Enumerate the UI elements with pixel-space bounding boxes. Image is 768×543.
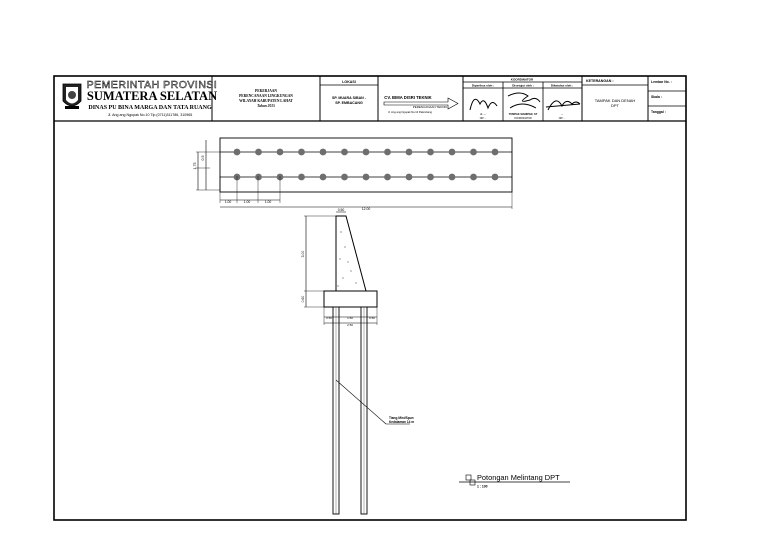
pile-dot bbox=[233, 148, 241, 156]
pile-dot bbox=[276, 148, 284, 156]
pile-dot bbox=[384, 173, 391, 181]
pile-dot bbox=[319, 148, 327, 156]
dim-left-part: 0.5 bbox=[201, 156, 205, 161]
project-line3: WILAYAH KABUPATEN LAHAT bbox=[239, 99, 293, 103]
section-dim-base-left: 0.50 bbox=[326, 316, 332, 320]
pile-dot bbox=[362, 148, 370, 156]
pile-leader bbox=[335, 379, 387, 425]
consultant-sub2: Jl. Ang ang Ngupak No.10 Palembang bbox=[388, 110, 433, 114]
drawing-border bbox=[53, 75, 687, 521]
section-dim-height-wall: 3.00 bbox=[301, 251, 305, 258]
dim-left-total: 1.75 bbox=[193, 163, 197, 170]
section-marker-icon bbox=[465, 474, 472, 481]
approval-nip2: KOORDINATOR bbox=[514, 117, 532, 120]
pile-dot bbox=[341, 148, 348, 156]
approval-col1: Diperiksa oleh : bbox=[472, 84, 494, 88]
remark-text2: DPT bbox=[611, 103, 620, 108]
scale-label: Skala : bbox=[651, 95, 662, 99]
pile-dot bbox=[427, 173, 434, 181]
pile-dot bbox=[384, 148, 391, 156]
dim-total: 12.00 bbox=[362, 207, 371, 211]
sheet-no-label: Lembar No. : bbox=[651, 80, 672, 84]
province-logo-icon bbox=[62, 83, 82, 109]
pile-dot bbox=[427, 148, 434, 156]
pile-dot bbox=[405, 173, 413, 181]
signature-2-icon bbox=[507, 92, 541, 109]
remark-header: KETERANGAN : bbox=[586, 79, 614, 83]
location-line2: SP. EMBACANG bbox=[335, 101, 363, 105]
remark-text1: TAMPAK DAN DENAH bbox=[595, 98, 636, 103]
approval-col3: Diketahui oleh : bbox=[551, 84, 573, 88]
dim-spacing-3: 1.00 bbox=[265, 200, 272, 204]
section-dim-base-total: 2.50 bbox=[347, 323, 353, 327]
pile-dot bbox=[255, 173, 262, 181]
approval-nip3: NIP ... bbox=[559, 117, 566, 120]
approval-name3: ... bbox=[561, 113, 563, 116]
plan-view: 1.75 0.5 1.00 1.00 1.00 12.00 bbox=[193, 137, 513, 211]
location-line1: SP. MUARA SIBAN - bbox=[332, 96, 367, 100]
signature-3-icon bbox=[545, 100, 581, 111]
pile-dot bbox=[491, 173, 499, 181]
title-block: PEMERINTAH PROVINSI SUMATERA SELATAN DIN… bbox=[54, 76, 686, 122]
approval-col2: Disetujui oleh : bbox=[512, 84, 534, 88]
consultant-name: CV. BIMA DISRI TEKNIK bbox=[384, 95, 431, 100]
pile-dot bbox=[255, 148, 262, 156]
section-dim-base-mid: 1.50 bbox=[347, 316, 353, 320]
signature-1-icon bbox=[469, 98, 498, 111]
header-line1: PEMERINTAH PROVINSI bbox=[87, 79, 218, 91]
dim-spacing-1: 1.00 bbox=[225, 200, 232, 204]
header-line4: Jl. Ang ang Ngupak No.10 Tlp.(0711)31178… bbox=[108, 113, 193, 117]
dim-spacing-2: 1.00 bbox=[244, 200, 251, 204]
pile-label-line2: Kedalaman 14 m bbox=[389, 420, 414, 424]
header-line3: DINAS PU BINA MARGA DAN TATA RUANG bbox=[88, 105, 212, 111]
section-title: Potongan Melintang DPT bbox=[477, 473, 560, 482]
project-line2: PERENCANAAN LINGKUNGAN bbox=[239, 94, 293, 98]
pile-dot bbox=[298, 173, 305, 181]
section-dim-base-right: 0.50 bbox=[369, 316, 375, 320]
pile-dot bbox=[491, 148, 499, 156]
date-label: Tanggal : bbox=[651, 110, 666, 114]
section-dim-height-footing: 0.60 bbox=[301, 296, 305, 303]
approval-name1: A. ... bbox=[480, 112, 486, 116]
pile-label-line1: Tiang Mini/Spun bbox=[389, 416, 414, 420]
approval-header: KOORDINATOR bbox=[511, 78, 534, 82]
footing bbox=[323, 290, 378, 308]
project-line1: PEKERJAAN bbox=[255, 89, 277, 93]
approval-nip1: NIP ... bbox=[480, 117, 487, 120]
pile-dot bbox=[470, 173, 477, 181]
section-scale: 1 : 100 bbox=[477, 485, 488, 489]
pile-dot bbox=[448, 148, 456, 156]
location-header: LOKASI bbox=[342, 80, 356, 84]
pile-dot bbox=[470, 148, 477, 156]
section-view: 0.50 3.00 0.60 0.50 1.50 0.50 2.50 Tiang… bbox=[301, 208, 414, 515]
pile-dot bbox=[341, 173, 348, 181]
pile-dot bbox=[319, 173, 327, 181]
pile-row-top bbox=[233, 148, 499, 156]
approval-name2: TUMPAK SIANIPAR, ST bbox=[509, 112, 538, 116]
consultant-arrow-icon bbox=[383, 97, 459, 110]
retaining-wall bbox=[335, 215, 367, 292]
header-line2: SUMATERA SELATAN bbox=[87, 89, 217, 103]
pile-dot bbox=[298, 148, 305, 156]
section-title-block: Potongan Melintang DPT 1 : 100 bbox=[459, 473, 570, 489]
consultant-sub1: PERENCANAAN TEKNIK bbox=[413, 105, 447, 109]
pile-dot bbox=[405, 148, 413, 156]
project-line4: Tahun 2015 bbox=[257, 104, 275, 108]
pile-dot bbox=[362, 173, 370, 181]
section-dim-top: 0.50 bbox=[338, 208, 345, 212]
pile-dot bbox=[448, 173, 456, 181]
plan-outline bbox=[219, 137, 513, 193]
